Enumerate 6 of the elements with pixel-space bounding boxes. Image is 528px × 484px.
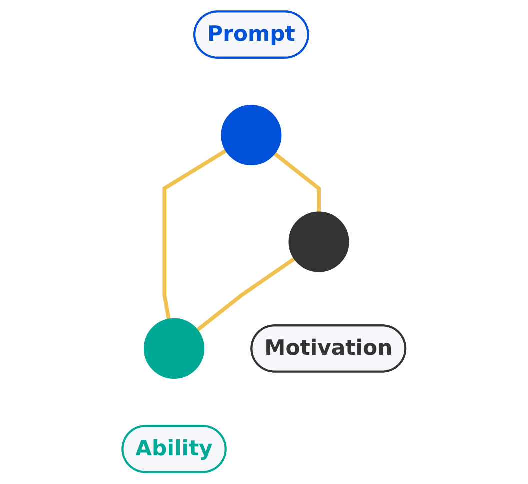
node-circle xyxy=(144,318,204,379)
node-circle xyxy=(288,212,350,272)
node-circle xyxy=(221,105,282,166)
connector xyxy=(196,257,296,332)
connector xyxy=(162,149,228,320)
connector xyxy=(273,152,321,213)
